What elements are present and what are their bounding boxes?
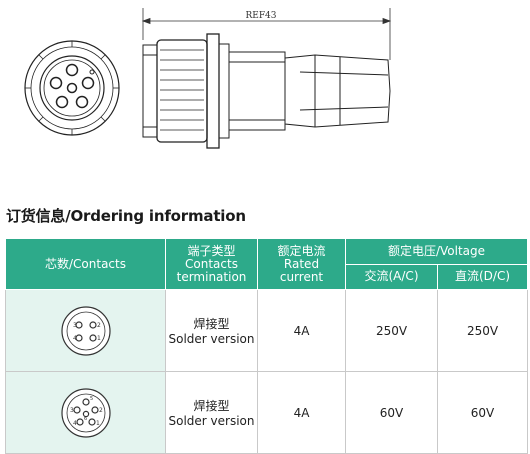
- connector-drawing: REF43: [24, 8, 392, 149]
- pin-label: 6: [84, 416, 87, 422]
- termination-en: Solder version: [168, 332, 255, 346]
- ac-voltage-cell: 60V: [345, 371, 438, 454]
- header-voltage: 额定电压/Voltage: [345, 238, 528, 265]
- header-termination-cn: 端子类型: [187, 243, 236, 258]
- header-termination: 端子类型 Contacts termination: [165, 238, 258, 290]
- pin-label: 4: [73, 420, 77, 427]
- header-ac: 交流(A/C): [345, 263, 438, 290]
- current-cell: 4A: [257, 371, 346, 454]
- header-contacts: 芯数/Contacts: [5, 238, 166, 290]
- header-termination-en1: Contacts: [185, 256, 238, 271]
- connector-side-view: [142, 33, 391, 149]
- termination-cn: 焊接型: [193, 317, 230, 331]
- header-rated-en1: Rated: [283, 256, 320, 271]
- pin-label: 4: [73, 335, 77, 342]
- termination-cell: 焊接型 Solder version: [165, 371, 258, 454]
- header-termination-en2: termination: [176, 269, 247, 284]
- termination-cn: 焊接型: [193, 399, 230, 413]
- pin-label: 2: [99, 407, 103, 414]
- pin-label: 5: [90, 396, 93, 402]
- ordering-table: 芯数/Contacts 端子类型 Contacts termination 额定…: [5, 238, 528, 454]
- pin-label: 3: [70, 407, 74, 414]
- table-row: 3 2 4 1 焊接型 Solder version 4A 250V 250V: [5, 289, 528, 372]
- pin-layout-cell: 3 2 4 1 6 5: [5, 371, 166, 454]
- table-row: 3 2 4 1 6 5 焊接型 Solder version 4A 60V 60…: [5, 371, 528, 454]
- ac-voltage-cell: 250V: [345, 289, 438, 372]
- header-dc: 直流(D/C): [437, 263, 528, 290]
- termination-en: Solder version: [168, 414, 255, 428]
- header-rated-cn: 额定电流: [277, 243, 326, 258]
- termination-cell: 焊接型 Solder version: [165, 289, 258, 372]
- pin-layout-6-icon: 3 2 4 1 6 5: [60, 387, 111, 438]
- header-rated-current: 额定电流 Rated current: [257, 238, 346, 290]
- pin-label: 3: [73, 322, 77, 329]
- pin-label: 1: [97, 335, 101, 342]
- dimension-line: [141, 8, 392, 60]
- dc-voltage-cell: 60V: [437, 371, 528, 454]
- pin-layout-cell: 3 2 4 1: [5, 289, 166, 372]
- pin-label: 2: [97, 322, 101, 329]
- header-rated-en2: current: [279, 269, 324, 284]
- section-title: 订货信息/Ordering information: [6, 207, 246, 225]
- pin-layout-4-icon: 3 2 4 1: [60, 305, 111, 356]
- current-cell: 4A: [257, 289, 346, 372]
- pin-label: 1: [96, 420, 100, 427]
- connector-front-view: [24, 40, 120, 136]
- dc-voltage-cell: 250V: [437, 289, 528, 372]
- dimension-label: REF43: [245, 11, 276, 21]
